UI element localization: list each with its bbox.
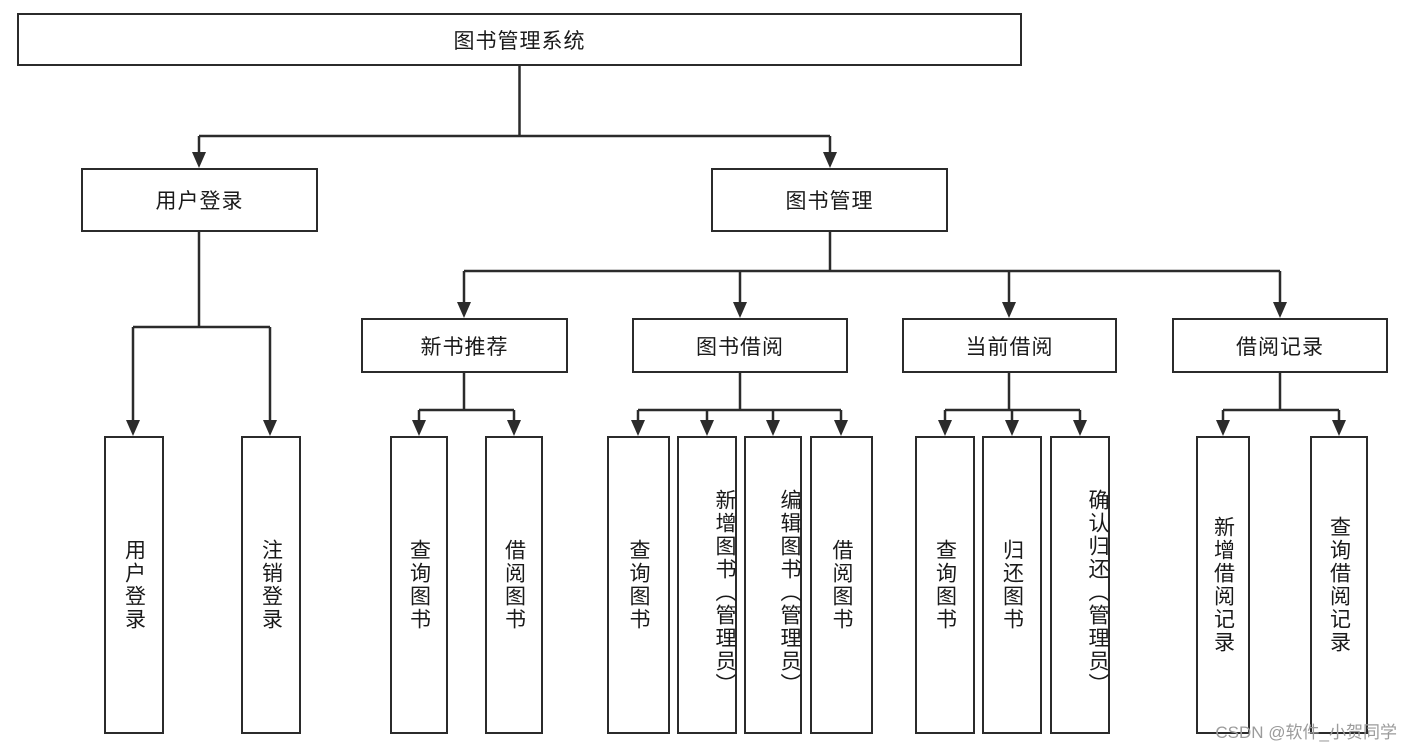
node-label: 新书推荐 xyxy=(420,335,509,359)
node-user-login[interactable]: 用户登录 xyxy=(81,168,318,232)
node-leaf-add-book-admin[interactable]: 新增图书（管理员） xyxy=(677,436,737,734)
node-leaf-borrow-book[interactable]: 借阅图书 xyxy=(810,436,873,734)
node-label: 新增借阅记录 xyxy=(1211,516,1235,654)
node-label: 图书借阅 xyxy=(696,335,784,359)
node-label: 查询图书 xyxy=(627,539,650,631)
node-label: 当前借阅 xyxy=(965,335,1054,359)
node-label: 归还图书 xyxy=(1000,539,1024,631)
node-leaf-edit-book-admin[interactable]: 编辑图书（管理员） xyxy=(744,436,802,734)
node-new-book-recommend[interactable]: 新书推荐 xyxy=(361,318,568,373)
node-leaf-logout[interactable]: 注销登录 xyxy=(241,436,301,734)
node-leaf-confirm-return-admin[interactable]: 确认归还（管理员） xyxy=(1050,436,1110,734)
node-label: 借阅图书 xyxy=(830,539,853,631)
watermark-text: CSDN @软件_小贺同学 xyxy=(1215,723,1397,742)
node-leaf-borrow-book-recommend[interactable]: 借阅图书 xyxy=(485,436,543,734)
node-label: 注销登录 xyxy=(259,539,283,631)
node-label: 图书管理系统 xyxy=(453,29,586,53)
node-label: 借阅图书 xyxy=(502,539,526,631)
node-leaf-return-book[interactable]: 归还图书 xyxy=(982,436,1042,734)
node-label: 确认归还（管理员） xyxy=(1086,488,1109,696)
node-leaf-query-borrow-record[interactable]: 查询借阅记录 xyxy=(1310,436,1368,734)
node-leaf-user-login[interactable]: 用户登录 xyxy=(104,436,164,734)
node-label: 查询图书 xyxy=(407,539,431,631)
node-leaf-query-book-recommend[interactable]: 查询图书 xyxy=(390,436,448,734)
node-leaf-query-book-borrow[interactable]: 查询图书 xyxy=(607,436,670,734)
node-borrow-records[interactable]: 借阅记录 xyxy=(1172,318,1388,373)
node-label: 用户登录 xyxy=(122,539,146,631)
node-label: 用户登录 xyxy=(155,190,244,213)
node-current-borrow[interactable]: 当前借阅 xyxy=(902,318,1117,373)
node-leaf-query-book-current[interactable]: 查询图书 xyxy=(915,436,975,734)
node-label: 新增图书（管理员） xyxy=(713,488,736,696)
node-root-book-management-system[interactable]: 图书管理系统 xyxy=(17,13,1022,66)
node-book-management[interactable]: 图书管理 xyxy=(711,168,948,232)
node-label: 图书管理 xyxy=(785,190,874,213)
node-label: 查询图书 xyxy=(933,539,957,631)
node-label: 编辑图书（管理员） xyxy=(778,488,801,696)
node-label: 借阅记录 xyxy=(1236,335,1324,359)
node-leaf-add-borrow-record[interactable]: 新增借阅记录 xyxy=(1196,436,1250,734)
node-book-borrow[interactable]: 图书借阅 xyxy=(632,318,848,373)
node-label: 查询借阅记录 xyxy=(1327,516,1351,654)
